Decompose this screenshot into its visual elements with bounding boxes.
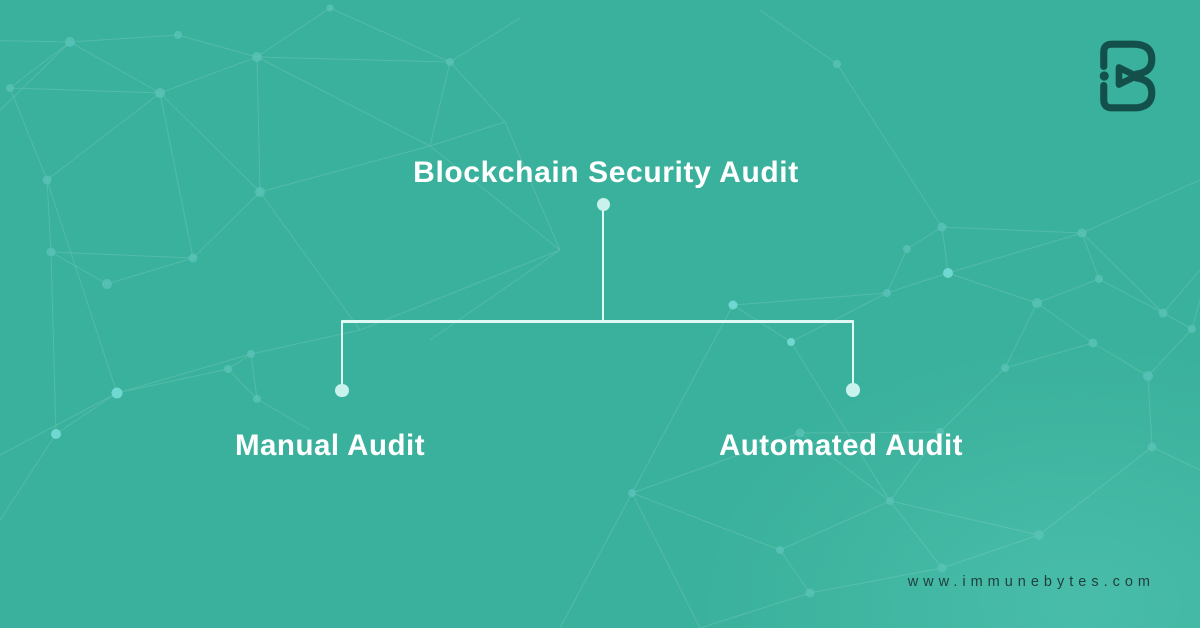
connector-node-dot-right xyxy=(846,383,860,397)
immunebytes-logo-icon xyxy=(1099,40,1156,112)
connector-line-left-branch xyxy=(340,320,344,390)
connector-node-dot-left xyxy=(335,383,349,397)
connector-node-dot-root xyxy=(596,197,610,211)
connector-line-right-branch xyxy=(851,320,855,390)
page-title: Blockchain Security Audit xyxy=(413,156,799,189)
connector-line-root xyxy=(601,206,605,322)
branch-label-automated-audit: Automated Audit xyxy=(718,429,964,462)
connector-line-horizontal xyxy=(340,320,854,323)
website-url: www.immunebytes.com xyxy=(907,574,1155,590)
branch-label-manual-audit: Manual Audit xyxy=(234,429,426,462)
